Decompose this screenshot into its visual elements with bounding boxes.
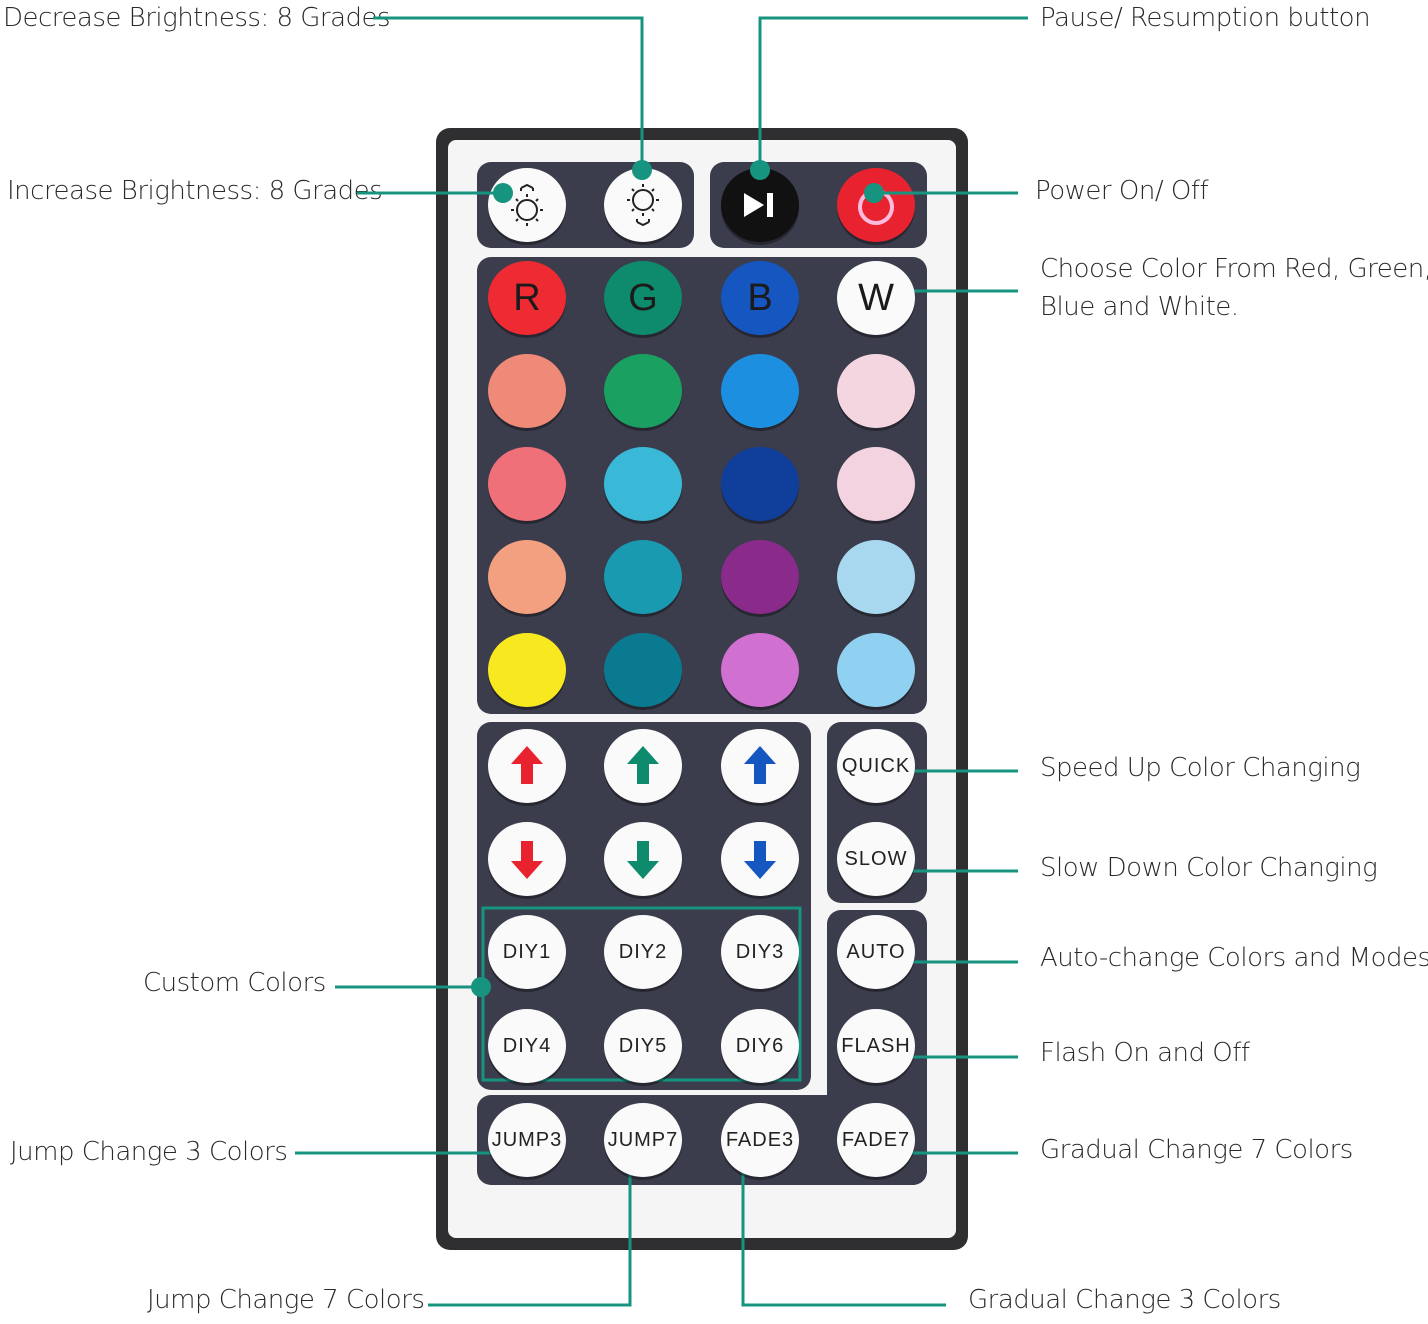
label-gradual3: Gradual Change 3 Colors <box>968 1285 1281 1315</box>
diy-button-label: DIY2 <box>618 940 668 963</box>
diy-button-label: DIY6 <box>735 1034 785 1057</box>
diy-button[interactable]: DIY3 <box>721 915 799 989</box>
power-icon <box>858 189 894 225</box>
label-pause-resume: Pause/ Resumption button <box>1040 3 1371 33</box>
color-button-r[interactable]: R <box>488 261 566 335</box>
brightness-up-button[interactable] <box>488 168 566 242</box>
label-increase-brightness: Increase Brightness: 8 Grades <box>7 176 383 206</box>
power-button[interactable] <box>837 168 915 242</box>
label-speed-up: Speed Up Color Changing <box>1040 753 1361 783</box>
color-button-b-label: B <box>747 276 773 319</box>
fade3-button[interactable]: FADE3 <box>721 1103 799 1177</box>
brightness-down-icon <box>627 184 659 227</box>
diy-button[interactable]: DIY5 <box>604 1009 682 1083</box>
brightness-down-button[interactable] <box>604 168 682 242</box>
color-swatch-button[interactable] <box>604 354 682 428</box>
color-button-r-label: R <box>513 276 541 319</box>
diy-button[interactable]: DIY2 <box>604 915 682 989</box>
color-swatch-button[interactable] <box>604 633 682 707</box>
label-decrease-brightness: Decrease Brightness: 8 Grades <box>3 3 391 33</box>
label-choose-color-2: Blue and White. <box>1040 292 1239 322</box>
arrow-down-icon <box>744 841 776 879</box>
label-auto-change: Auto-change Colors and Modes <box>1040 943 1428 973</box>
diy-button-label: DIY3 <box>735 940 785 963</box>
quick-button[interactable]: QUICK <box>837 729 915 803</box>
fade7-button-label: FADE7 <box>841 1128 911 1151</box>
blue-down-button[interactable] <box>721 822 799 896</box>
label-jump7: Jump Change 7 Colors <box>147 1285 425 1315</box>
arrow-down-icon <box>627 841 659 879</box>
diy-button[interactable]: DIY1 <box>488 915 566 989</box>
auto-button-label: AUTO <box>846 940 906 963</box>
label-jump3: Jump Change 3 Colors <box>10 1137 288 1167</box>
label-slow-down: Slow Down Color Changing <box>1040 853 1378 883</box>
color-swatch-button[interactable] <box>837 540 915 614</box>
fade7-button[interactable]: FADE7 <box>837 1103 915 1177</box>
color-button-w[interactable]: W <box>837 261 915 335</box>
auto-button[interactable]: AUTO <box>837 915 915 989</box>
color-swatch-button[interactable] <box>721 633 799 707</box>
red-down-button[interactable] <box>488 822 566 896</box>
arrow-up-icon <box>744 746 776 784</box>
diy-button-label: DIY4 <box>502 1034 552 1057</box>
jump7-button-label: JUMP7 <box>607 1128 679 1151</box>
color-swatch-button[interactable] <box>604 540 682 614</box>
color-swatch-button[interactable] <box>837 447 915 521</box>
blue-up-button[interactable] <box>721 729 799 803</box>
color-swatch-button[interactable] <box>604 447 682 521</box>
label-custom-colors: Custom Colors <box>143 968 326 998</box>
color-swatch-button[interactable] <box>721 447 799 521</box>
color-swatch-button[interactable] <box>488 633 566 707</box>
jump3-button[interactable]: JUMP3 <box>488 1103 566 1177</box>
label-choose-color-1: Choose Color From Red, Green, <box>1040 254 1428 284</box>
diy-button[interactable]: DIY6 <box>721 1009 799 1083</box>
flash-button[interactable]: FLASH <box>837 1009 915 1083</box>
green-up-button[interactable] <box>604 729 682 803</box>
play-pause-button[interactable] <box>721 168 799 242</box>
color-button-g-label: G <box>628 276 658 319</box>
diy-button-label: DIY5 <box>618 1034 668 1057</box>
quick-button-label: QUICK <box>841 754 911 777</box>
arrow-down-icon <box>511 841 543 879</box>
label-flash: Flash On and Off <box>1040 1038 1250 1068</box>
color-swatch-button[interactable] <box>721 540 799 614</box>
label-power: Power On/ Off <box>1035 176 1209 206</box>
jump3-button-label: JUMP3 <box>491 1128 563 1151</box>
color-swatch-button[interactable] <box>721 354 799 428</box>
color-swatch-button[interactable] <box>488 354 566 428</box>
red-up-button[interactable] <box>488 729 566 803</box>
label-gradual7: Gradual Change 7 Colors <box>1040 1135 1353 1165</box>
color-button-b[interactable]: B <box>721 261 799 335</box>
color-swatch-button[interactable] <box>837 633 915 707</box>
color-button-w-label: W <box>858 276 894 319</box>
color-button-g[interactable]: G <box>604 261 682 335</box>
color-swatch-button[interactable] <box>488 447 566 521</box>
fade3-button-label: FADE3 <box>725 1128 795 1151</box>
slow-button-label: SLOW <box>844 847 908 870</box>
arrow-up-icon <box>627 746 659 784</box>
play-pause-icon <box>744 193 773 217</box>
brightness-up-icon <box>511 183 543 226</box>
color-swatch-button[interactable] <box>488 540 566 614</box>
arrow-up-icon <box>511 746 543 784</box>
diy-button[interactable]: DIY4 <box>488 1009 566 1083</box>
color-swatch-button[interactable] <box>837 354 915 428</box>
green-down-button[interactable] <box>604 822 682 896</box>
jump7-button[interactable]: JUMP7 <box>604 1103 682 1177</box>
slow-button[interactable]: SLOW <box>837 822 915 896</box>
flash-button-label: FLASH <box>841 1034 911 1057</box>
diy-button-label: DIY1 <box>502 940 552 963</box>
